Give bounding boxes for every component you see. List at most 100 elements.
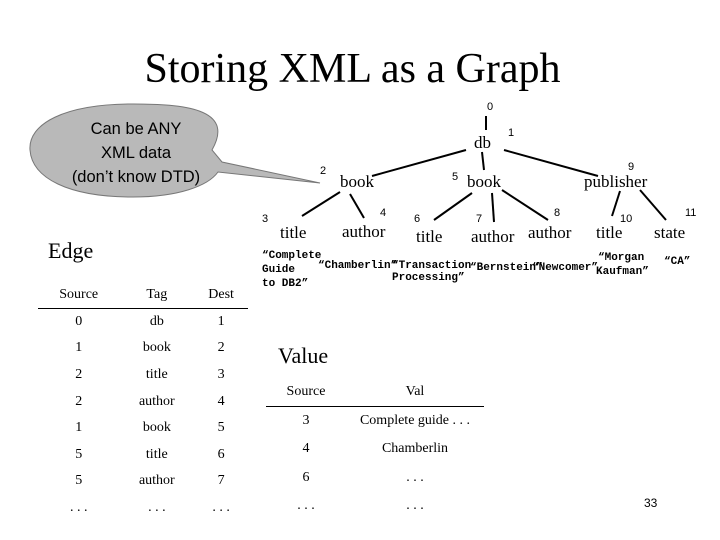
node-id-8: 8: [554, 207, 560, 219]
node-id-0: 0: [487, 101, 493, 113]
edge-cell: 6: [217, 446, 225, 462]
node-label-author-8: author: [528, 223, 572, 242]
table-row: 3 Complete guide . . .: [266, 407, 484, 436]
node-label-title-3: title: [280, 223, 306, 242]
edge-cell: 4: [217, 393, 225, 409]
table-row: 1 book 5: [38, 415, 248, 442]
table-row: 5 title 6: [38, 442, 248, 469]
edge-cell: 7: [217, 473, 225, 489]
leaf-title-3-line-1: “Complete: [262, 250, 322, 262]
table-row: 1 book 2: [38, 335, 248, 362]
edge-cell: db: [149, 314, 164, 330]
edge-cell: 2: [217, 340, 225, 356]
node-label-db: db: [474, 133, 491, 152]
edge-5-6: [433, 192, 473, 221]
node-id-1: 1: [508, 127, 514, 139]
edge-9-10: [611, 190, 621, 217]
edge-cell: 5: [217, 420, 225, 436]
node-id-10: 10: [620, 213, 632, 225]
value-cell: Chamberlin: [381, 441, 449, 457]
graph-nodes: 0 1 db 2 book 5 book 9 publisher 3 title…: [262, 101, 696, 246]
edge-header-tag: Tag: [119, 282, 195, 310]
edge-cell: book: [142, 340, 171, 356]
leaf-author-8: “Newcomer”: [532, 262, 598, 274]
value-header-source: Source: [266, 378, 346, 407]
table-row: 5 author 7: [38, 468, 248, 495]
edge-2-4: [349, 193, 365, 219]
edge-cell: author: [138, 393, 175, 409]
node-label-author-4: author: [342, 222, 386, 241]
table-row: 4 Chamberlin: [266, 435, 484, 464]
value-cell: . . .: [406, 498, 424, 514]
leaf-title-10-line-1: “Morgan: [598, 252, 644, 264]
edge-cell: 1: [75, 340, 83, 356]
edge-1-5: [481, 151, 485, 171]
edge-table: Source Tag Dest 0 db 1 1 book 2 2 title …: [38, 282, 248, 521]
table-row: . . . . . . . . .: [38, 495, 248, 522]
callout-shape: [29, 103, 321, 198]
edge-header-dest: Dest: [194, 282, 248, 310]
edge-cell: 0: [75, 314, 83, 330]
edge-cell: 5: [75, 446, 83, 462]
value-cell: 4: [302, 441, 310, 457]
slide-title: Storing XML as a Graph: [144, 46, 561, 92]
node-id-3: 3: [262, 213, 268, 225]
value-cell: . . .: [297, 498, 315, 514]
table-row: 2 author 4: [38, 388, 248, 415]
edge-table-header: Source Tag Dest: [38, 282, 248, 310]
node-id-9: 9: [628, 161, 634, 173]
callout-line-3: (don’t know DTD): [72, 168, 200, 186]
table-row: 2 title 3: [38, 362, 248, 389]
leaf-author-7: “Bernstein”: [470, 262, 543, 274]
table-row: 0 db 1: [38, 309, 248, 336]
page-number: 33: [644, 496, 658, 510]
edge-1-2: [371, 149, 467, 177]
edge-cell: 1: [75, 420, 83, 436]
value-cell: 3: [302, 413, 310, 428]
edge-cell: book: [142, 420, 171, 436]
value-cell: 6: [302, 469, 310, 485]
leaf-title-6-line-2: Processing”: [392, 272, 465, 284]
leaf-title-6-line-1: “Transaction: [392, 260, 471, 272]
edge-cell: . . .: [148, 500, 166, 516]
leaf-title-10-line-2: Kaufman”: [596, 266, 649, 278]
edge-5-8: [501, 189, 549, 221]
edge-header-source: Source: [38, 282, 120, 310]
edge-section-label: Edge: [48, 238, 94, 263]
leaf-author-4: “Chamberlin”: [318, 260, 397, 272]
edge-cell: . . .: [212, 500, 230, 516]
edge-9-11: [639, 189, 667, 221]
node-id-6: 6: [414, 213, 420, 225]
callout-line-2: XML data: [101, 144, 172, 162]
node-label-author-7: author: [471, 227, 515, 246]
node-id-7: 7: [476, 213, 482, 225]
edge-cell: 3: [217, 367, 225, 383]
node-id-2: 2: [320, 165, 326, 177]
table-row: . . . . . .: [266, 492, 484, 521]
node-label-publisher: publisher: [584, 172, 648, 191]
value-table: Source Val 3 Complete guide . . . 4 Cham…: [266, 378, 484, 521]
edge-cell: . . .: [69, 500, 88, 516]
node-label-book-2: book: [340, 172, 375, 191]
table-row: 6 . . .: [266, 464, 484, 493]
node-label-book-5: book: [467, 172, 502, 191]
leaf-title-3-line-2: Guide: [262, 264, 295, 276]
callout-line-1: Can be ANY: [91, 120, 182, 138]
node-id-4: 4: [380, 207, 386, 219]
node-label-title-10: title: [596, 223, 622, 242]
node-id-5: 5: [452, 171, 458, 183]
edge-5-7: [491, 192, 495, 223]
edge-cell: title: [145, 446, 168, 462]
graph-leaf-values: “Complete Guide to DB2” “Chamberlin” “Tr…: [262, 250, 690, 290]
value-cell: . . .: [406, 469, 424, 485]
speech-callout: Can be ANY XML data (don’t know DTD): [29, 103, 321, 198]
edge-cell: title: [145, 367, 168, 383]
leaf-title-3-line-3: to DB2”: [262, 278, 308, 290]
value-table-header: Source Val: [266, 378, 484, 407]
value-cell: Complete guide . . .: [359, 413, 471, 428]
edge-cell: 1: [217, 314, 225, 330]
node-id-11: 11: [685, 207, 696, 219]
edge-2-3: [301, 191, 341, 217]
edge-1-9: [503, 149, 599, 177]
